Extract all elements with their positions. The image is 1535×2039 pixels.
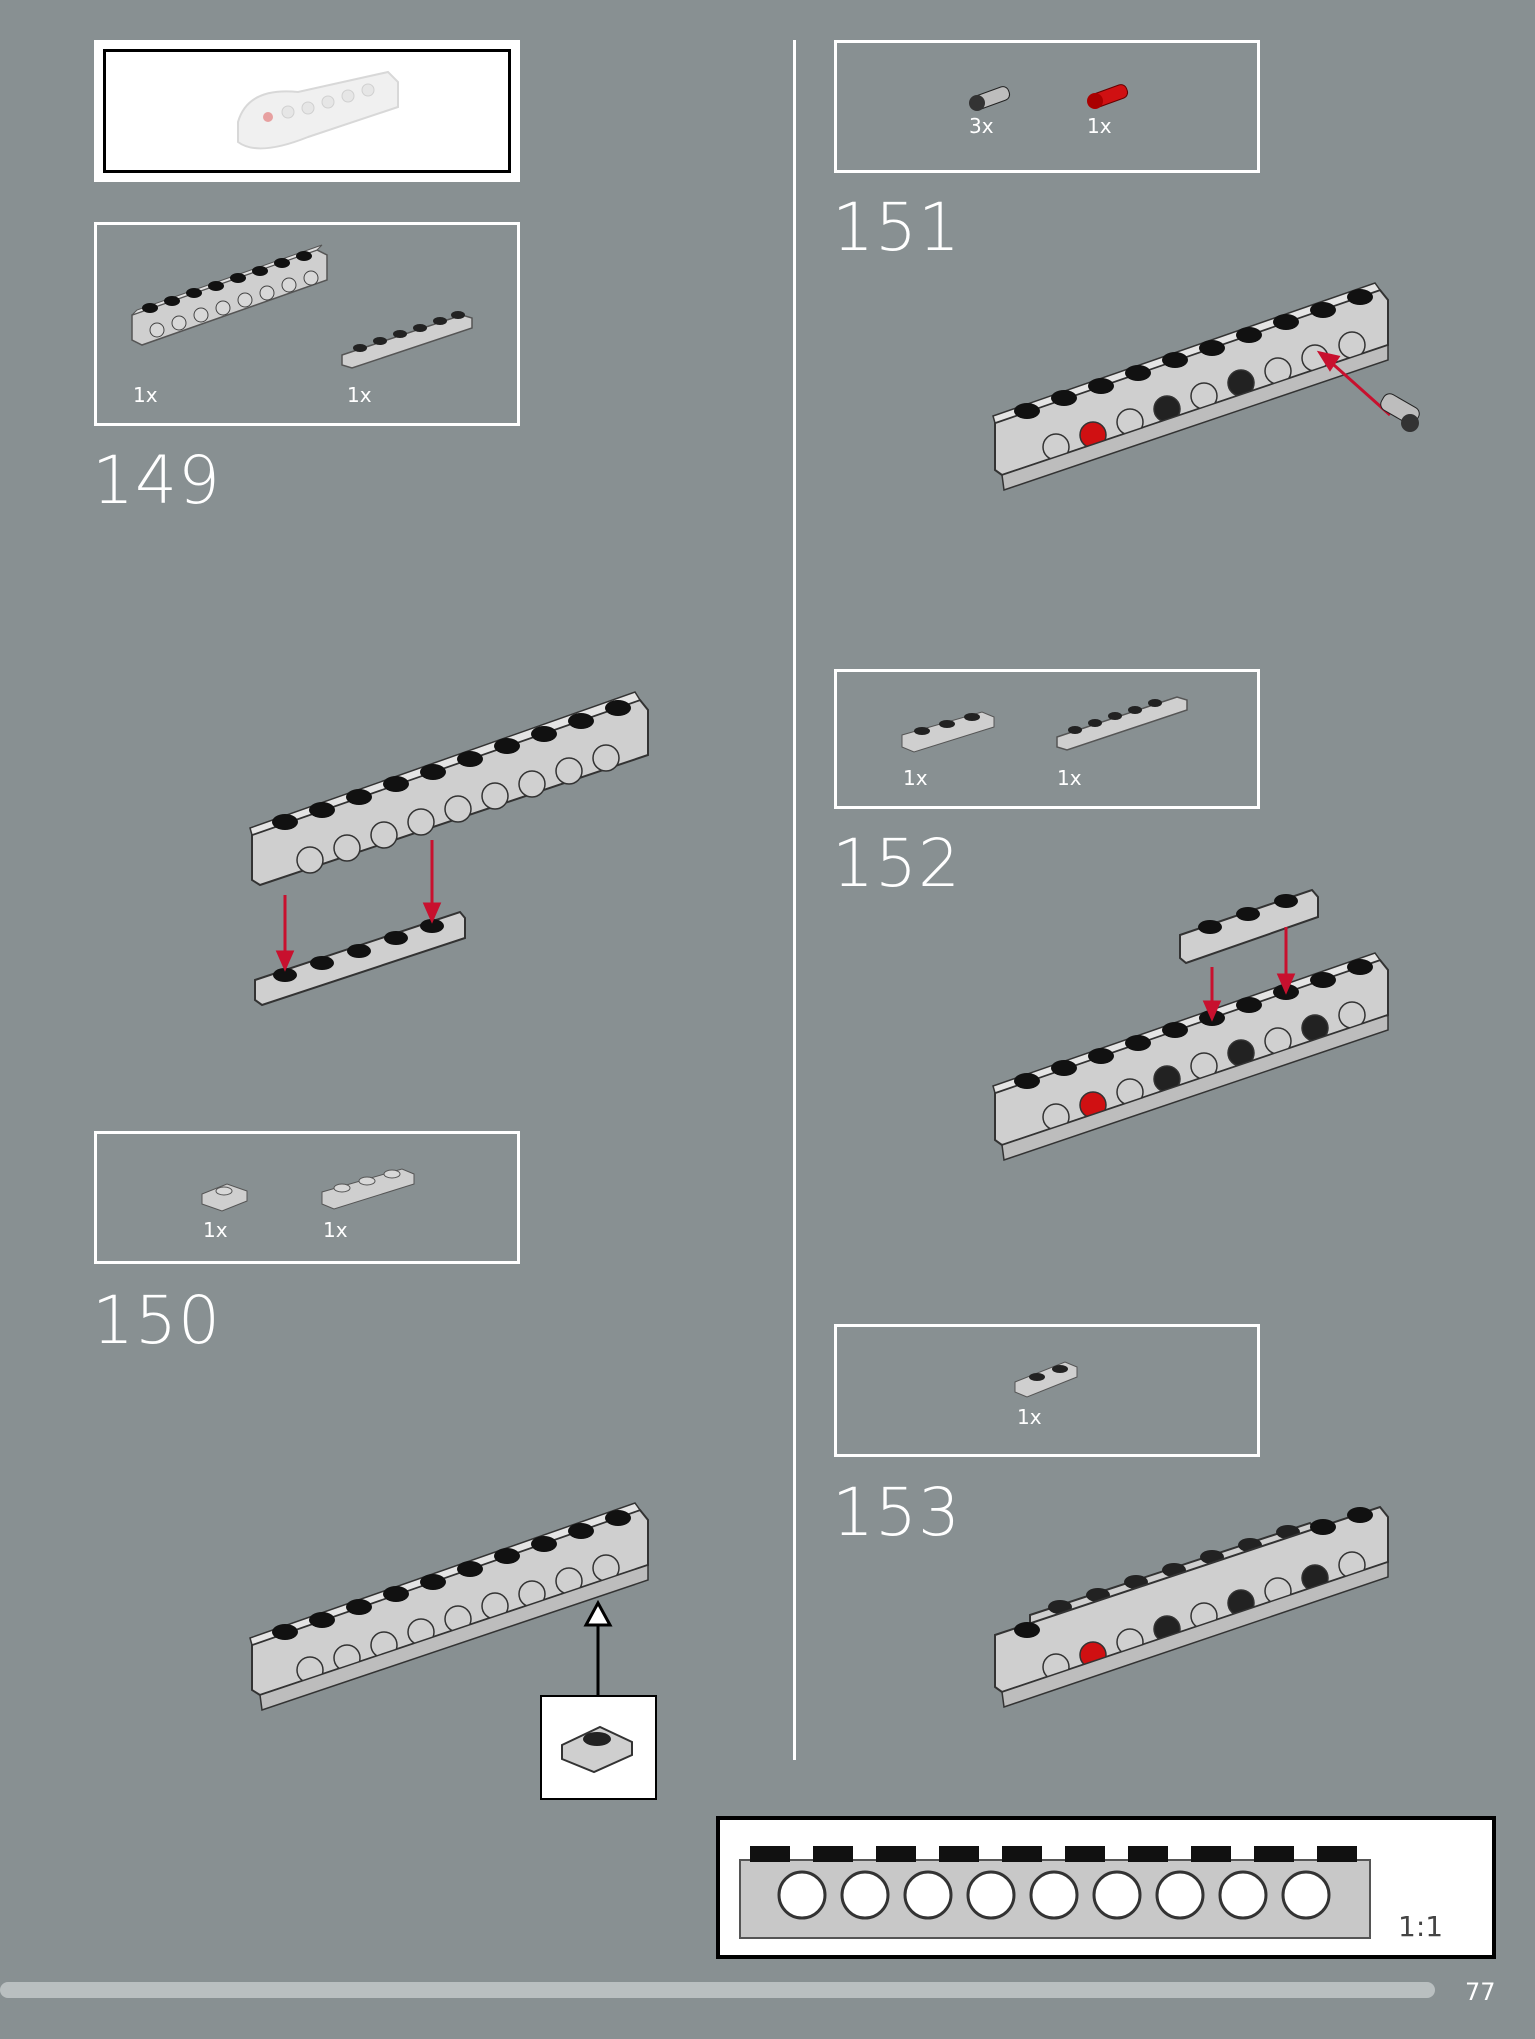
step-150-callout-box xyxy=(540,1695,657,1800)
submodel-preview-image xyxy=(237,70,399,150)
plate-1x6-part xyxy=(341,311,473,369)
scale-label: 1:1 xyxy=(1398,1910,1444,1943)
step-number: 150 xyxy=(92,1282,221,1359)
part-quantity: 1x xyxy=(903,766,928,790)
technic-brick-1x10-part xyxy=(131,244,328,346)
plate-1x6-part xyxy=(1056,696,1188,751)
part-quantity: 1x xyxy=(1057,766,1082,790)
technic-pin-part xyxy=(969,86,1011,111)
part-quantity: 1x xyxy=(347,383,372,407)
step-150-parts-box: 1x 1x xyxy=(94,1131,520,1264)
plate-1x1-part xyxy=(201,1183,248,1212)
plate-1x3-part xyxy=(321,1168,415,1210)
part-quantity: 1x xyxy=(203,1218,228,1242)
scale-reference-brick xyxy=(739,1846,1371,1939)
part-quantity: 1x xyxy=(323,1218,348,1242)
page-number: 77 xyxy=(1465,1978,1496,2006)
step-number: 149 xyxy=(92,442,221,519)
column-divider xyxy=(793,40,796,1760)
step-number: 153 xyxy=(832,1474,961,1551)
scale-reference-box: 1:1 xyxy=(716,1816,1496,1959)
step-149-parts-box: 1x 1x xyxy=(94,222,520,426)
submodel-preview-box xyxy=(94,40,520,182)
part-quantity: 1x xyxy=(1087,114,1112,138)
page-progress-bar xyxy=(0,1982,1435,1998)
step-153-parts-box: 1x xyxy=(834,1324,1260,1457)
step-number: 152 xyxy=(832,825,961,902)
step-150-assembly xyxy=(249,1502,649,1712)
step-151-parts-box: 3x 1x xyxy=(834,40,1260,173)
part-quantity: 3x xyxy=(969,114,994,138)
plate-1x1-callout-part xyxy=(561,1725,633,1774)
step-149-assembly xyxy=(249,691,649,1007)
step-151-assembly xyxy=(992,282,1420,492)
part-quantity: 1x xyxy=(1017,1405,1042,1429)
plate-1x3-part xyxy=(901,711,995,753)
step-152-assembly xyxy=(992,888,1389,1162)
red-technic-pin-part xyxy=(1087,84,1129,109)
step-153-assembly xyxy=(994,1505,1389,1709)
step-number: 151 xyxy=(832,189,961,266)
plate-1x2-part xyxy=(1014,1361,1078,1398)
step-152-parts-box: 1x 1x xyxy=(834,669,1260,809)
part-quantity: 1x xyxy=(133,383,158,407)
